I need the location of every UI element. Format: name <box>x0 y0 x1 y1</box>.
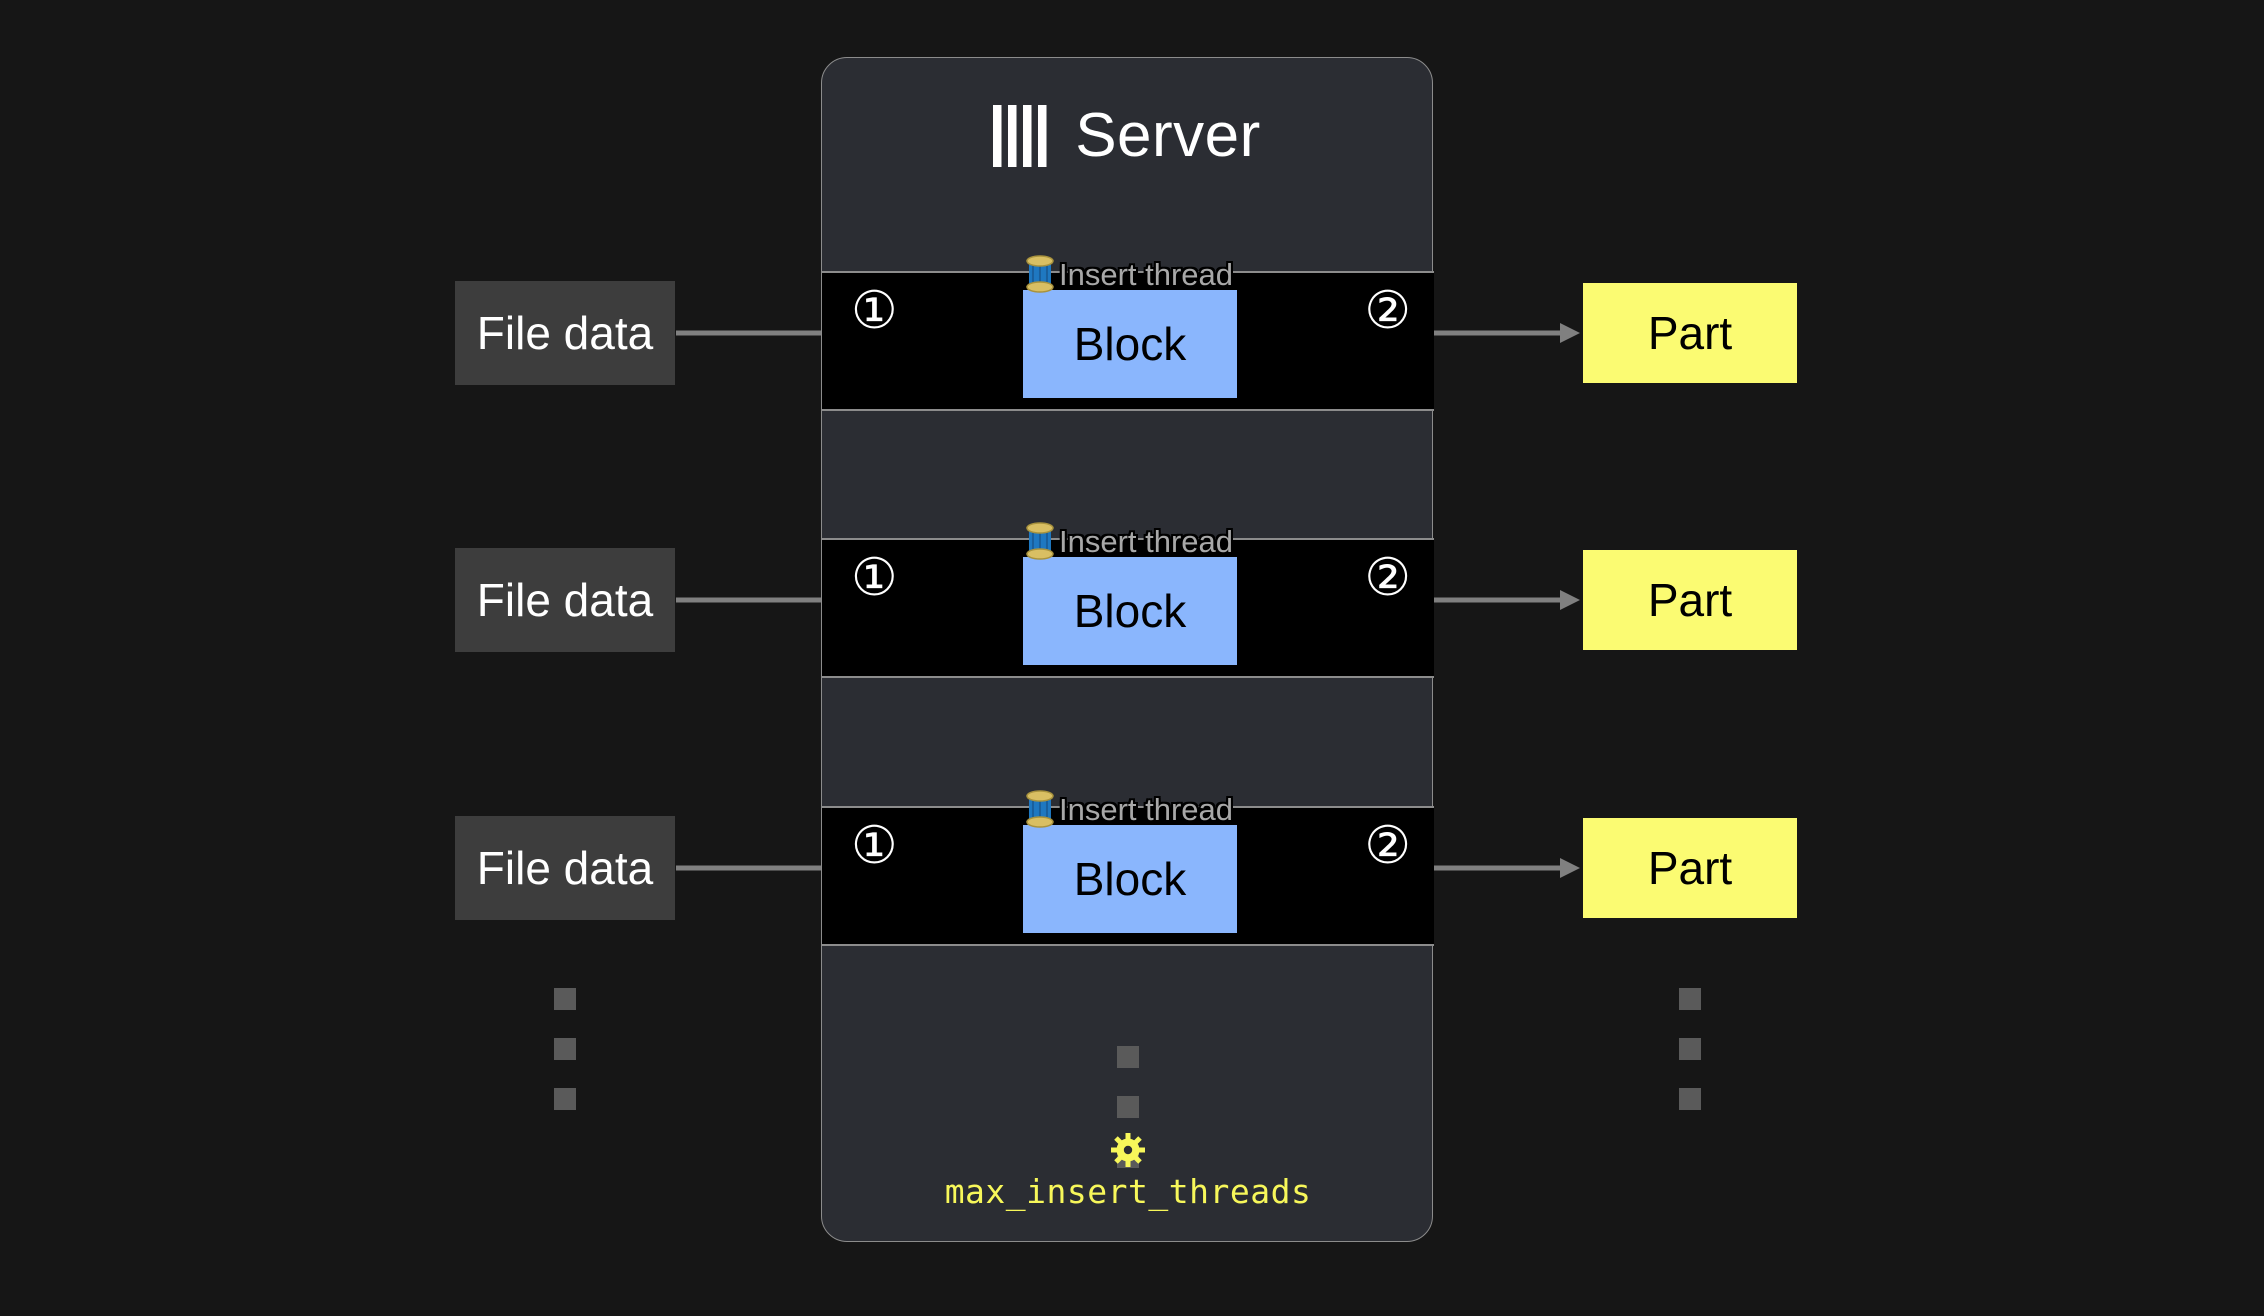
file-data-label: File data <box>476 574 654 626</box>
block-box-2: Block <box>1023 557 1237 665</box>
step-badge-in-1: ① <box>851 282 898 340</box>
insert-thread-label: Insert thread <box>1058 256 1234 292</box>
server-panel: Server Insert thread ① Block ② <box>821 57 1434 1242</box>
ellipsis-square-dot <box>1117 1096 1139 1118</box>
file-data-label: File data <box>476 307 654 359</box>
ellipsis-square-dot <box>1679 1088 1701 1110</box>
insert-thread-label: Insert thread <box>1058 523 1234 559</box>
clickhouse-bars-logo-icon <box>993 104 1047 167</box>
file-data-box-3: File data <box>455 816 675 920</box>
block-label: Block <box>1073 585 1187 637</box>
thread-spool-icon <box>1026 790 1054 828</box>
ellipsis-square-dot <box>1679 988 1701 1010</box>
ellipsis-dots-left <box>554 988 576 1110</box>
ellipsis-square-dot <box>1679 1038 1701 1060</box>
setting-block: max_insert_threads <box>822 1133 1434 1208</box>
part-box-3: Part <box>1583 818 1797 918</box>
file-data-label: File data <box>476 842 654 894</box>
step-badge-out-3: ② <box>1364 817 1411 875</box>
server-header: Server <box>822 58 1432 213</box>
block-label: Block <box>1073 853 1187 905</box>
ellipsis-square-dot <box>554 988 576 1010</box>
insert-thread-label-group-2: Insert thread <box>1023 522 1233 560</box>
ellipsis-square-dot <box>1117 1046 1139 1068</box>
step-badge-out-1: ② <box>1364 282 1411 340</box>
part-label: Part <box>1647 574 1733 626</box>
setting-name-label: max_insert_threads <box>944 1172 1312 1211</box>
ellipsis-dots-right <box>1679 988 1701 1110</box>
part-label: Part <box>1647 842 1733 894</box>
insert-thread-label-group-3: Insert thread <box>1023 790 1233 828</box>
insert-thread-band-1: Insert thread ① Block ② <box>822 255 1434 411</box>
step-badge-in-2: ① <box>851 549 898 607</box>
insert-thread-band-3: Insert thread ① Block ② <box>822 790 1434 946</box>
file-data-box-1: File data <box>455 281 675 385</box>
ellipsis-square-dot <box>554 1038 576 1060</box>
part-box-1: Part <box>1583 283 1797 383</box>
part-label: Part <box>1647 307 1733 359</box>
block-box-3: Block <box>1023 825 1237 933</box>
thread-spool-icon <box>1026 522 1054 560</box>
insert-thread-label: Insert thread <box>1058 791 1234 827</box>
page-title: Server <box>1075 100 1261 170</box>
step-badge-out-2: ② <box>1364 549 1411 607</box>
file-data-box-2: File data <box>455 548 675 652</box>
ellipsis-square-dot <box>554 1088 576 1110</box>
thread-spool-icon <box>1026 255 1054 293</box>
gear-icon <box>1111 1133 1145 1167</box>
insert-thread-label-group-1: Insert thread <box>1023 255 1233 293</box>
part-box-2: Part <box>1583 550 1797 650</box>
step-badge-in-3: ① <box>851 817 898 875</box>
block-box-1: Block <box>1023 290 1237 398</box>
insert-thread-band-2: Insert thread ① Block ② <box>822 522 1434 678</box>
block-label: Block <box>1073 318 1187 370</box>
